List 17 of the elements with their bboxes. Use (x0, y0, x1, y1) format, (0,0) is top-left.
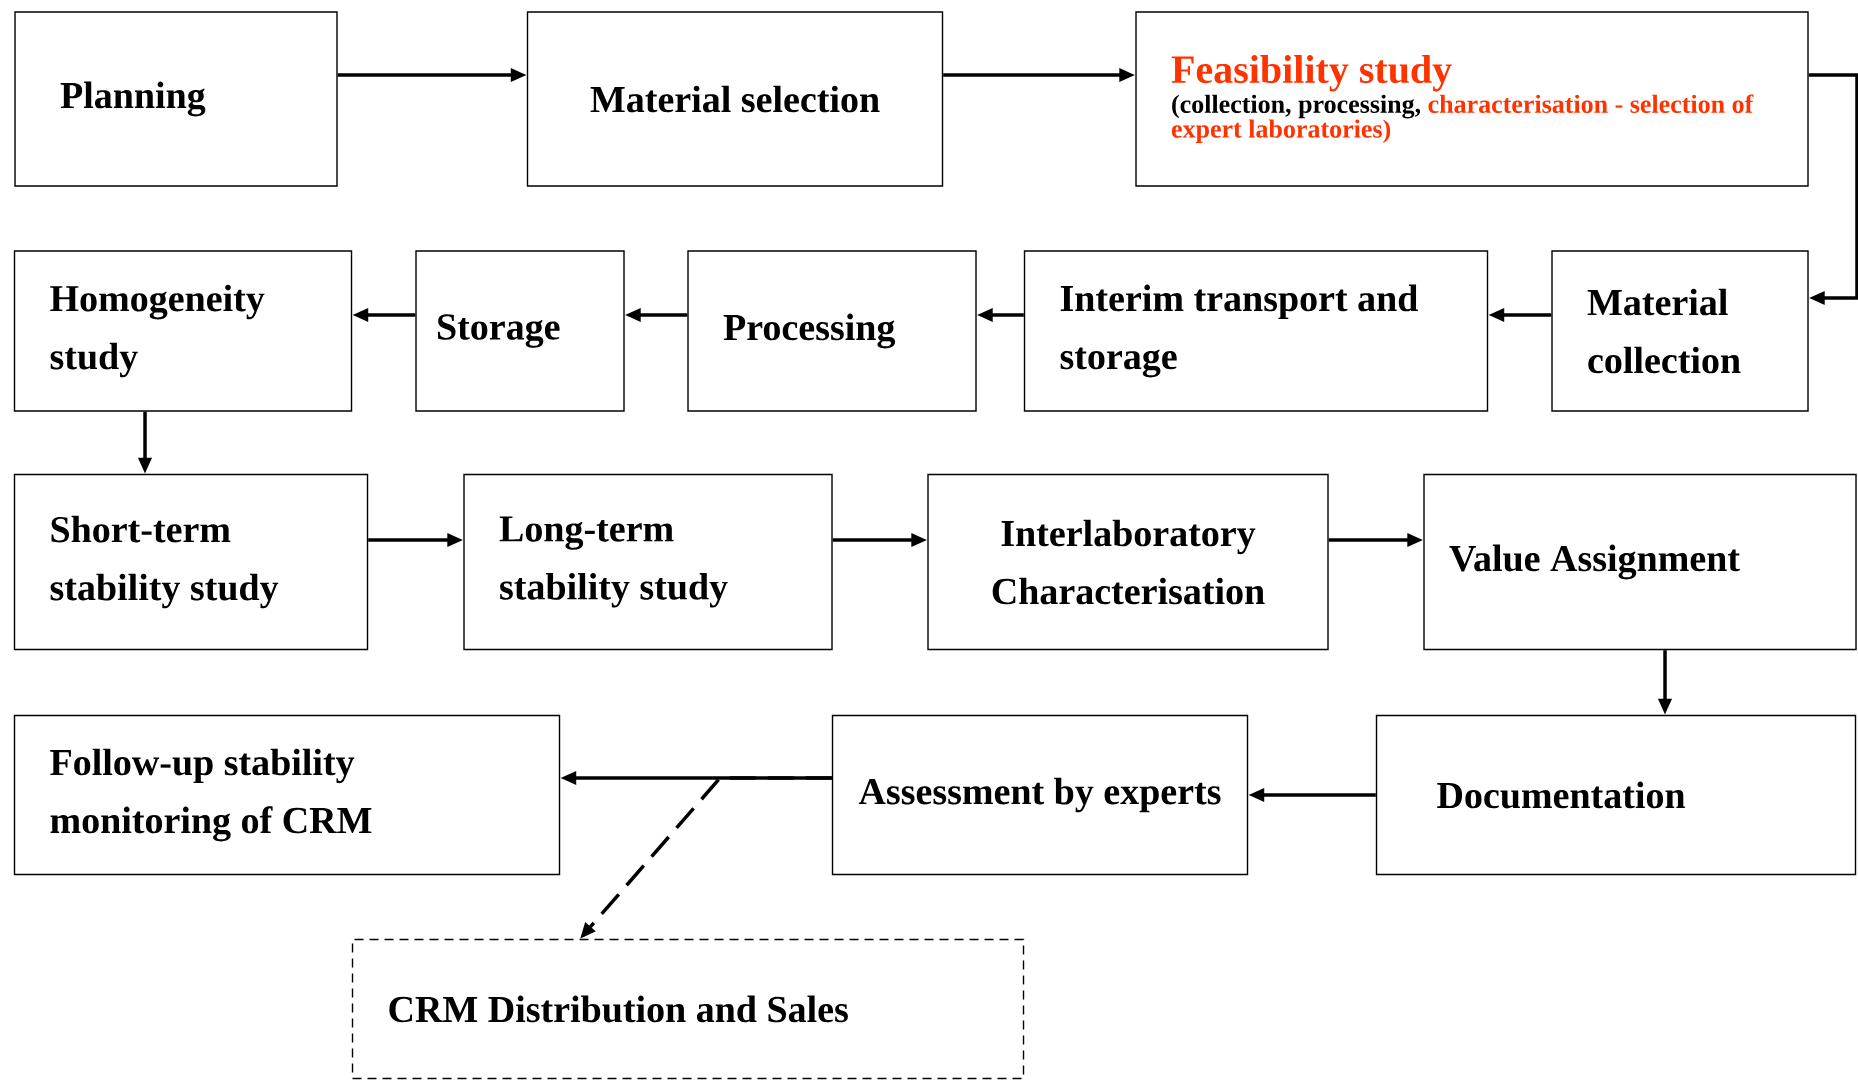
dashed-box: CRM Distribution and Sales (351, 938, 1025, 1080)
process-box: Interim transport and storage (1023, 250, 1489, 412)
process-box: Planning (14, 11, 338, 187)
process-box: Feasibility study (collection, processing, characterisation - selection of expert laboratories) (1135, 11, 1809, 187)
process-box: Value Assignment (1423, 473, 1857, 651)
process-box: Long-term stability study (463, 473, 833, 651)
process-box: Material selection (526, 11, 944, 187)
process-box: Material collection (1551, 250, 1809, 412)
process-box: Documentation (1375, 714, 1857, 876)
process-box: Short-term stability study (13, 473, 369, 651)
process-box: Storage (415, 250, 625, 412)
process-box: Processing (687, 250, 977, 412)
arrow (1808, 73, 1858, 306)
process-box: Homogeneity study (13, 250, 353, 412)
process-box: Interlaboratory Characterisation (927, 473, 1329, 651)
process-box: Follow-up stability monitoring of CRM (13, 714, 561, 876)
process-box: Assessment by experts (831, 714, 1249, 876)
